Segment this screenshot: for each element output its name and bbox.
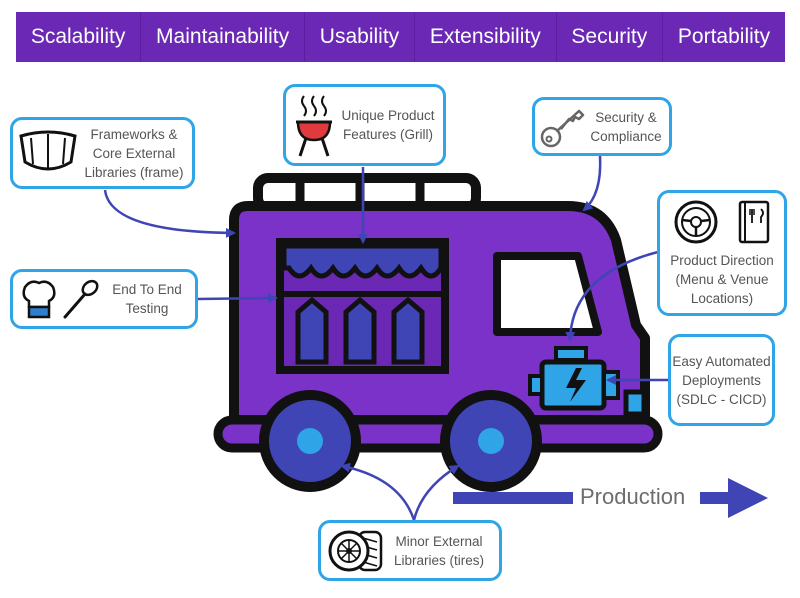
quality-attributes-banner: Scalability Maintainability Usability Ex… (16, 12, 785, 62)
engine-icon (528, 346, 620, 411)
grill-icon (296, 95, 332, 157)
tab-maintainability[interactable]: Maintainability (141, 12, 305, 62)
cab-window (493, 252, 602, 336)
arrow-testing (196, 293, 278, 304)
arrow-tires-front (412, 464, 460, 521)
tires-box: Minor External Libraries (tires) (318, 520, 502, 581)
rear-wheel (259, 390, 361, 492)
testing-box: End To End Testing (10, 269, 198, 329)
chef-hat-icon (22, 280, 56, 319)
deploy-label: Easy Automated Deployments (SDLC - CICD) (672, 353, 771, 407)
deploy-box: Easy Automated Deployments (SDLC - CICD) (668, 334, 775, 426)
spoon-icon (63, 279, 99, 319)
steering-wheel-icon (674, 200, 718, 243)
arrow-tires-rear (340, 462, 416, 521)
testing-label: End To End Testing (112, 282, 182, 316)
headlight (623, 389, 647, 417)
arrow-direction (565, 250, 659, 342)
security-box: Security & Compliance (532, 97, 672, 156)
menu-icon (738, 200, 770, 243)
car-hood-icon (19, 130, 77, 171)
tab-scalability[interactable]: Scalability (16, 12, 142, 62)
security-label: Security & Compliance (590, 109, 662, 144)
key-icon (540, 109, 585, 147)
tab-usability[interactable]: Usability (305, 12, 415, 62)
tab-security[interactable]: Security (557, 12, 664, 62)
arrow-security (582, 155, 602, 212)
tab-extensibility[interactable]: Extensibility (415, 12, 557, 62)
direction-box: Product Direction (Menu & Venue Location… (657, 190, 787, 316)
frameworks-label: Frameworks & Core External Libraries (fr… (84, 126, 184, 180)
frameworks-box: Frameworks & Core External Libraries (fr… (10, 117, 195, 189)
production-label: Production (580, 484, 686, 509)
connector-arrows (103, 155, 668, 521)
arrow-frameworks (103, 189, 236, 238)
direction-label: Product Direction (Menu & Venue Location… (670, 252, 774, 306)
production-arrow (453, 478, 768, 518)
tires-label: Minor External Libraries (tires) (393, 533, 485, 568)
tab-portability[interactable]: Portability (677, 25, 771, 48)
serving-window (276, 238, 449, 374)
grill-label: Unique Product Features (Grill) (341, 108, 435, 142)
tire-icon (328, 530, 383, 571)
front-wheel (440, 390, 542, 492)
grill-box: Unique Product Features (Grill) (283, 84, 446, 166)
